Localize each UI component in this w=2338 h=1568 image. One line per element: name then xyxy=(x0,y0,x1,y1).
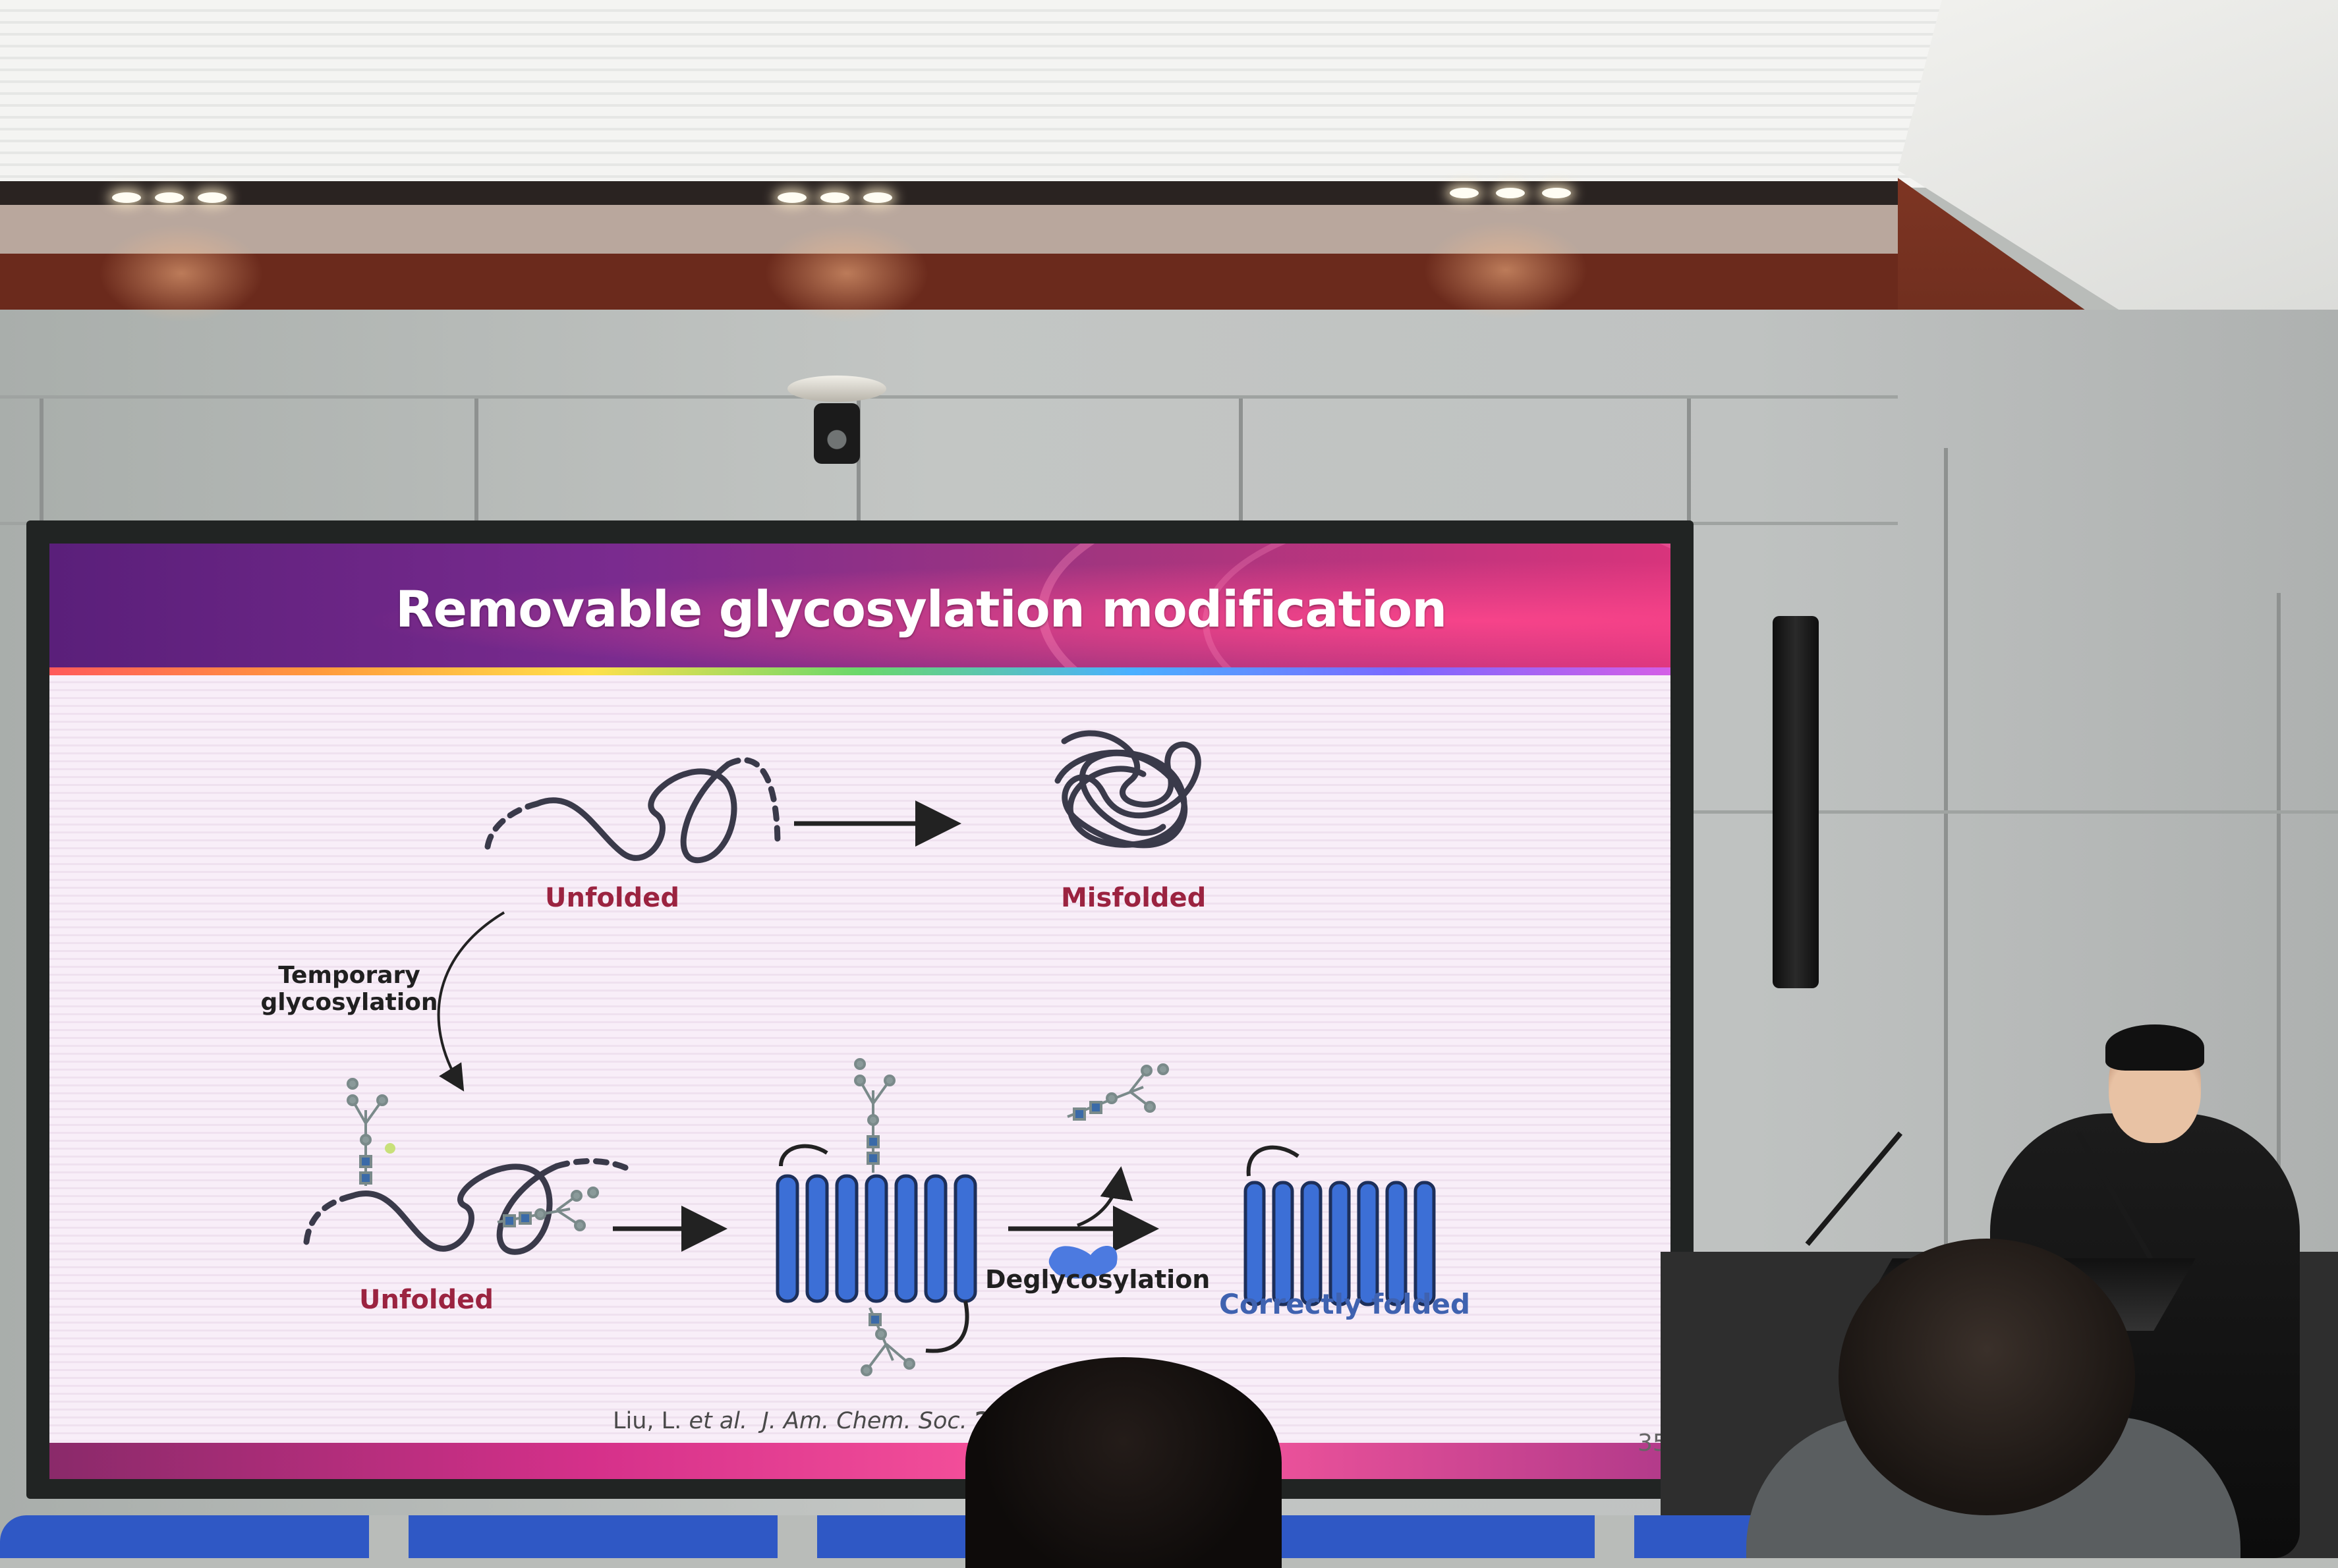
security-camera xyxy=(814,403,860,464)
folding-diagram xyxy=(303,730,1436,1376)
label-unfolded-top: Unfolded xyxy=(545,883,679,913)
enzyme-icon xyxy=(1048,1246,1118,1279)
camera-mount xyxy=(787,376,886,402)
wood-soffit xyxy=(0,181,1898,313)
presenter-hair xyxy=(2105,1024,2204,1071)
slide-footer-band xyxy=(49,1443,1670,1479)
downlight xyxy=(820,192,849,203)
correctly-folded-protein xyxy=(1243,1145,1436,1306)
downlight xyxy=(1496,188,1525,198)
label-misfolded: Misfolded xyxy=(1061,883,1207,913)
label-temporary-line2: glycosylation xyxy=(260,989,438,1016)
downlight xyxy=(112,192,141,203)
downlight xyxy=(1542,188,1571,198)
wall-seam xyxy=(474,395,478,527)
slide-title: Removable glycosylation modification xyxy=(395,580,1447,638)
glycan-tree-icon xyxy=(347,1078,395,1186)
arrow-temporary-glycosylation xyxy=(437,911,505,1092)
presentation-slide: Removable glycosylation modification xyxy=(49,544,1670,1479)
slide-body xyxy=(49,675,1670,1440)
wall-seam xyxy=(1239,395,1243,527)
misfolded-tangle xyxy=(1054,730,1201,849)
wall-seam xyxy=(2277,593,2281,1515)
label-unfolded-bottom: Unfolded xyxy=(359,1285,494,1315)
label-temporary-line1: Temporary xyxy=(278,962,420,989)
arrow-glycan-release xyxy=(1077,1166,1133,1227)
citation-journal: J. Am. Chem. Soc. xyxy=(762,1408,967,1434)
downlight xyxy=(778,192,807,203)
label-temporary-glycosylation: Temporary glycosylation xyxy=(247,962,451,1016)
wall-seam xyxy=(0,395,1898,399)
label-deglycosylation: Deglycosylation xyxy=(985,1265,1211,1294)
downlight xyxy=(198,192,227,203)
downlight xyxy=(1450,188,1479,198)
light-glow xyxy=(99,224,264,323)
wall-seam xyxy=(1944,448,1948,1502)
audience-member-head xyxy=(1839,1239,2135,1515)
light-glow xyxy=(1423,221,1588,320)
unfolded-glycosylated-chain xyxy=(303,1158,633,1255)
downlight xyxy=(155,192,184,203)
unfolded-chain-top xyxy=(484,757,781,864)
rainbow-divider xyxy=(49,667,1670,675)
wall-speaker xyxy=(1773,616,1819,988)
light-glow xyxy=(764,224,929,323)
glycan-tree-icon xyxy=(497,1187,599,1231)
wall-seam xyxy=(1694,810,2338,814)
glycosylated-folded-protein xyxy=(776,1058,977,1376)
label-correctly-folded: Correctly folded xyxy=(1219,1288,1471,1320)
audience-member-head xyxy=(965,1357,1282,1568)
downlight xyxy=(863,192,892,203)
wall-seam xyxy=(40,395,43,527)
citation-authors: Liu, L. xyxy=(613,1408,682,1434)
citation-et-al: et al. xyxy=(689,1408,748,1434)
released-glycan-icon xyxy=(1067,1063,1169,1121)
wall-seam xyxy=(857,395,861,527)
audience-seats xyxy=(0,1515,1779,1558)
